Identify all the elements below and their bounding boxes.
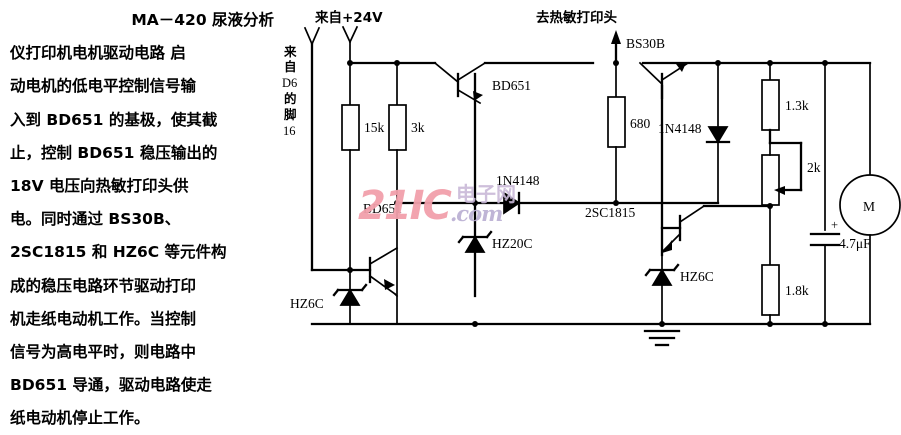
resistor-1p3k-label: 1.3k (785, 98, 809, 113)
description-line: 成的稳压电路环节驱动打印 (10, 276, 197, 295)
transistor-bs30b: BS30B (626, 36, 690, 257)
transistor-bd651-bottom: BD651 (347, 201, 402, 298)
zener-hz20c-label: HZ20C (492, 236, 533, 251)
port-d6-label-line: 脚 (284, 107, 297, 122)
description-line: 信号为高电平时，则电路中 (10, 342, 197, 361)
capacitor-4p7uf-label: 4.7μF (839, 236, 871, 251)
resistor-15k: 15k (341, 62, 385, 271)
port-d6-label-line: 16 (283, 124, 296, 138)
motor: M (839, 62, 901, 325)
diode-1n4148-right-label: 1N4148 (658, 121, 702, 136)
description-line: 仪打印机电机驱动电路 启 (10, 44, 186, 63)
resistor-3k: 3k (388, 60, 477, 325)
zener-hz6c-left-label: HZ6C (290, 296, 324, 311)
motor-label: M (863, 199, 875, 214)
port-d6-label-line: 自 (284, 59, 297, 74)
resistor-1p8k: 1.8k (761, 264, 809, 327)
port-d6-label-line: 的 (284, 91, 297, 106)
transistor-bd651-bottom-label: BD651 (363, 201, 402, 216)
port-d6-label-line: 来 (283, 44, 297, 59)
figure-title: MA－420 尿液分析 (131, 11, 274, 29)
transistor-2sc1815: 2SC1815 (585, 204, 772, 271)
port-thermal-head: 去热敏打印头 (536, 9, 621, 66)
zener-hz6c-right: HZ6C (644, 263, 714, 327)
resistor-2k-potentiometer[interactable]: 2k (761, 141, 821, 266)
schematic-diagram: 来 自 D6 的 脚 16 来自+24V 去热敏打印头 15k (280, 0, 901, 417)
resistor-15k-label: 15k (364, 120, 385, 135)
zener-hz6c-left: HZ6C (290, 269, 368, 325)
resistor-680: 680 (607, 62, 651, 206)
description-line: 入到 BD651 的基极，使其截 (10, 110, 218, 129)
description-line: 机走纸电动机工作。当控制 (10, 309, 197, 328)
port-24v-label: 来自+24V (314, 9, 383, 26)
capacitor-polarity-label: + (831, 218, 838, 232)
port-24v: 来自+24V (314, 9, 383, 66)
zener-hz6c-right-label: HZ6C (680, 269, 714, 284)
description-line: 动电机的低电平控制信号输 (10, 77, 197, 96)
description-line: 止，控制 BD651 稳压输出的 (10, 143, 218, 162)
resistor-1p8k-label: 1.8k (785, 283, 809, 298)
description-line: 纸电动机停止工作。 (10, 409, 150, 428)
transistor-bs30b-label: BS30B (626, 36, 665, 51)
description-line: 电。同时通过 BS30B、 (10, 210, 181, 229)
circuit-figure-page: MA－420 尿液分析 仪打印机电机驱动电路 启 动电机的低电平控制信号输 入到… (8, 0, 901, 428)
ground-symbol (643, 329, 681, 347)
capacitor-4p7uf: + 4.7μF (809, 60, 871, 327)
resistor-1p3k: 1.3k (761, 60, 809, 145)
diode-1n4148-left: 1N4148 (473, 173, 618, 215)
zener-hz20c: HZ20C (457, 230, 533, 327)
description-line: 18V 电压向热敏打印头供 (10, 176, 189, 195)
description-line: BD651 导通，驱动电路使走 (10, 376, 212, 395)
diode-1n4148-right: 1N4148 (614, 60, 731, 205)
transistor-2sc1815-label: 2SC1815 (585, 205, 636, 220)
resistor-680-label: 680 (630, 116, 651, 131)
port-thermal-head-label: 去热敏打印头 (536, 9, 617, 26)
port-d6-label-line: D6 (282, 76, 297, 90)
description-text-column: MA－420 尿液分析 仪打印机电机驱动电路 启 动电机的低电平控制信号输 入到… (8, 4, 280, 427)
description-line: 2SC1815 和 HZ6C 等元件构 (10, 243, 227, 262)
diode-1n4148-left-label: 1N4148 (496, 173, 540, 188)
resistor-2k-label: 2k (807, 160, 821, 175)
port-d6: 来 自 D6 的 脚 16 (282, 26, 352, 272)
resistor-3k-label: 3k (411, 120, 425, 135)
transistor-bd651-top-label: BD651 (492, 78, 531, 93)
